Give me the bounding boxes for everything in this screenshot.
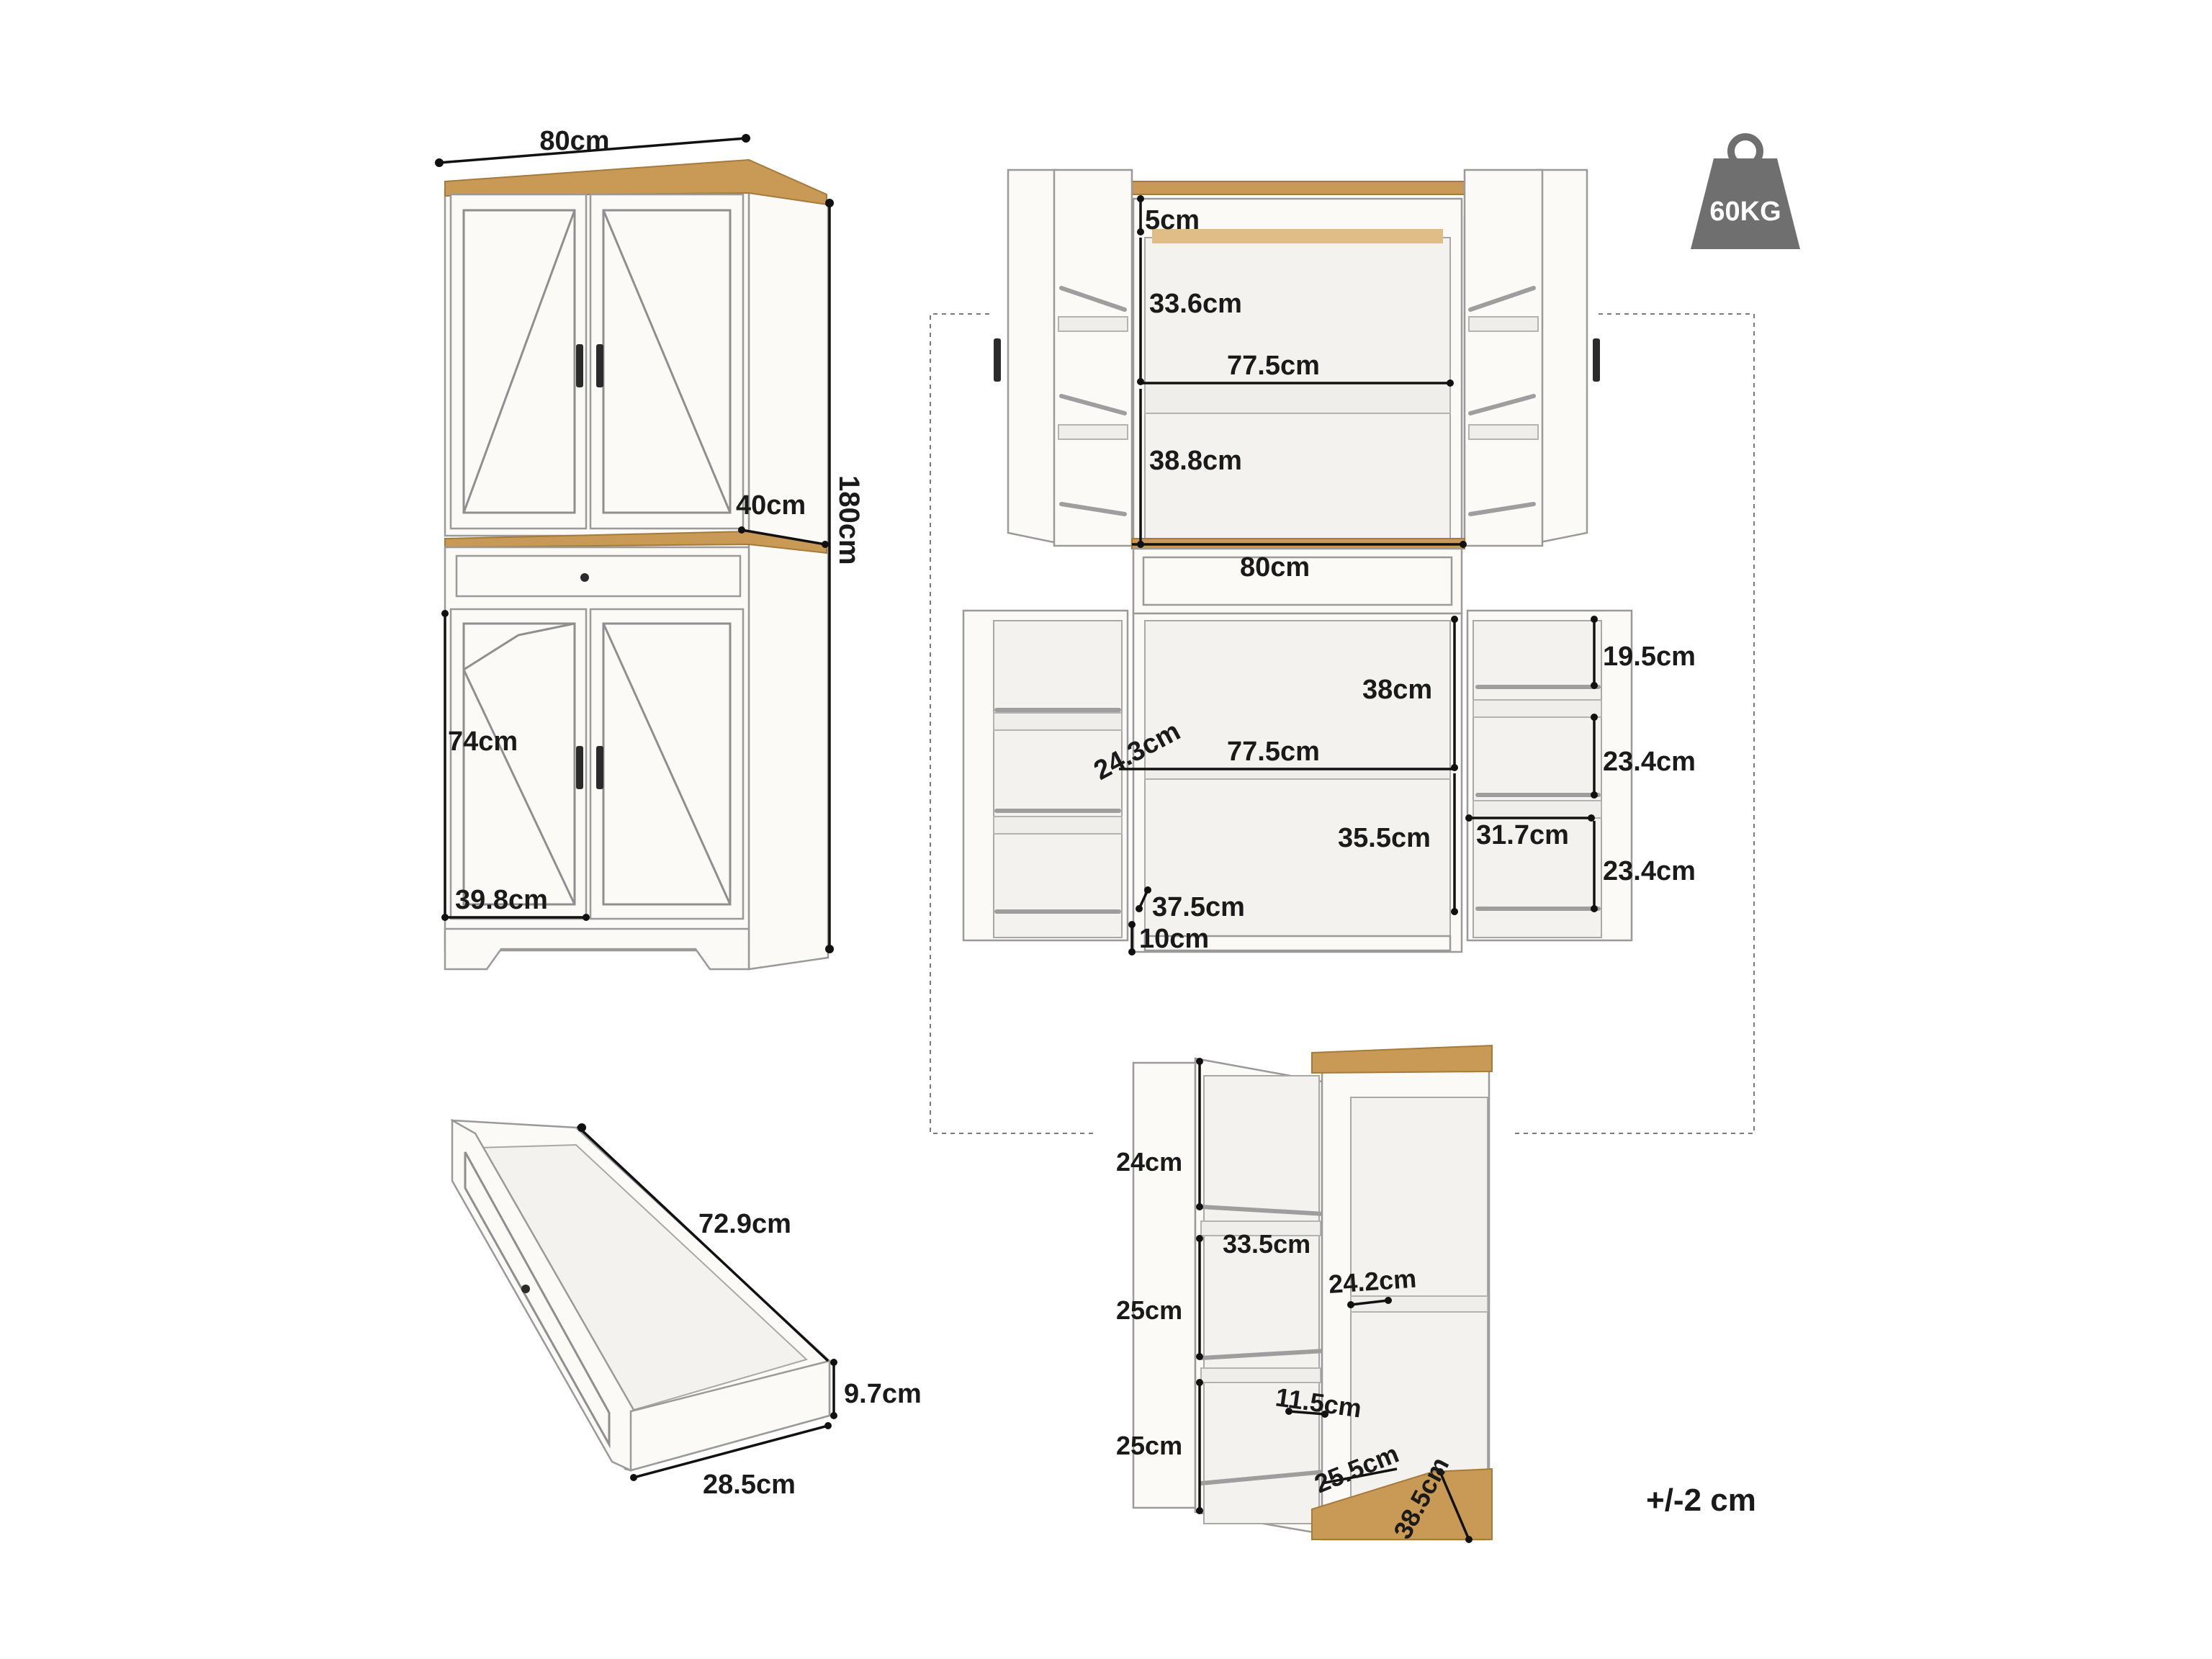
plinth [444,927,750,971]
label-lower-bottom-height: 35.5cm [1338,823,1431,853]
label-upper-inner-width: 77.5cm [1227,351,1320,381]
label-drawer-length: 72.9cm [698,1209,791,1239]
weight-label: 60KG [1709,197,1781,227]
label-lower-top-height: 38cm [1362,675,1432,705]
label-shelf-depth: 24.2cm [1328,1264,1418,1299]
drawer-illustration: 72.9cm 9.7cm 28.5cm [450,1118,922,1500]
label-lower-door-height: 74cm [448,727,518,757]
label-top-gap: 5cm [1145,205,1200,235]
label-upper-lower-height: 38.8cm [1149,446,1242,476]
lower-left-door [449,608,588,920]
label-door-rack-width: 31.7cm [1476,820,1569,850]
cabinet-side-panel [747,183,830,971]
label-drawer-width: 28.5cm [703,1470,796,1500]
upper-right-handle [596,344,603,387]
side-wood-top [1311,1044,1493,1074]
open-view-dimensions: 5cm 33.6cm 77.5cm 38.8cm 80cm 38cm 77.5c… [1089,195,1696,956]
weight-badge: 60KG [1691,133,1800,249]
open-view-cabinet [962,168,1633,953]
label-lower-inner-width: 77.5cm [1227,737,1320,767]
label-drawer-width-80: 80cm [1240,552,1310,583]
label-rack-width: 33.5cm [1223,1229,1310,1259]
label-upper-shelf-height: 33.6cm [1149,289,1242,319]
label-rack-3: 25cm [1116,1431,1182,1460]
front-view-dimensions: 80cm 180cm 40cm 74cm 39.8cm [435,126,865,953]
side-door-panel [1132,1061,1197,1509]
upper-left-handle [576,344,583,387]
front-view-cabinet [444,158,830,971]
label-depth: 40cm [736,490,806,521]
label-door-rack-bottom: 23.4cm [1603,856,1696,886]
guide-dashed-right [1512,313,1755,1134]
label-width: 80cm [539,126,609,156]
label-interior-depth: 37.5cm [1152,892,1245,922]
label-door-rack-top: 19.5cm [1603,642,1696,672]
label-base-height: 10cm [1139,924,1209,954]
tolerance-note: +/-2 cm [1646,1483,1756,1518]
drawer-front [455,554,742,598]
label-lower-door-width: 39.8cm [455,885,548,915]
label-door-rack-mid: 23.4cm [1603,747,1696,777]
drawer-knob [580,573,589,582]
open-wood-top [1131,181,1465,195]
label-rack-1: 24cm [1116,1147,1182,1177]
label-drawer-height: 9.7cm [844,1379,922,1409]
weight-icon [1691,133,1800,249]
label-rack-2: 25cm [1116,1295,1182,1325]
guide-dashed-left [930,313,1094,1134]
label-height: 180cm [833,475,865,565]
